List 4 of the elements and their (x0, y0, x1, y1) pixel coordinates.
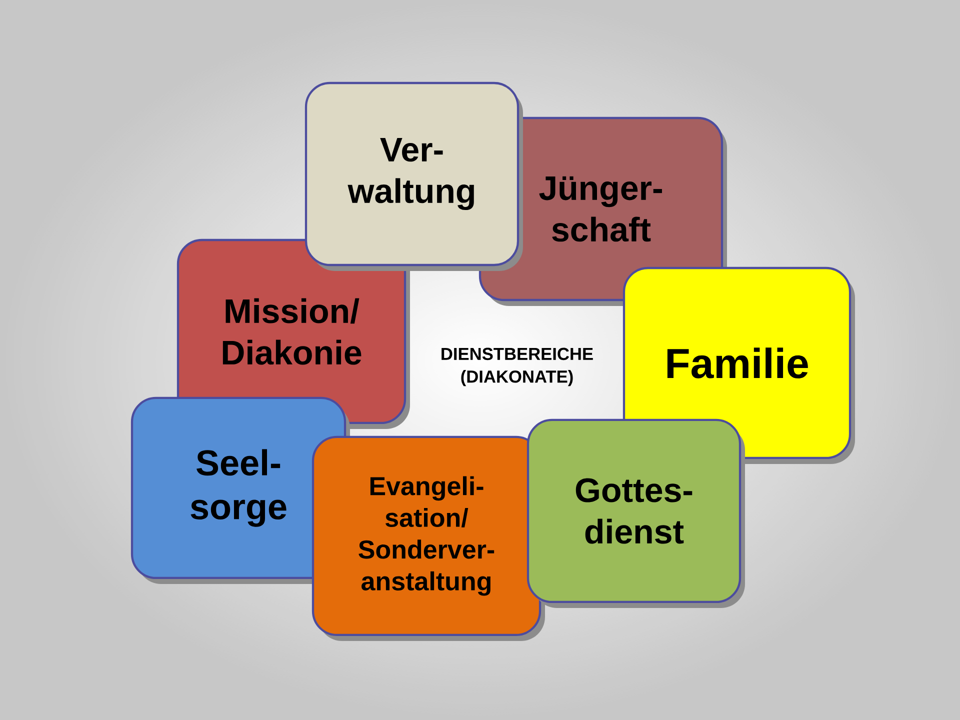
tile-box: Gottes- dienst (526, 418, 745, 608)
center-label: DIENSTBEREICHE (DIAKONATE) (442, 348, 593, 386)
tile-box: Evangeli- sation/ Sonderver- anstaltung (312, 436, 545, 641)
tile-box: Ver- waltung (304, 82, 523, 271)
